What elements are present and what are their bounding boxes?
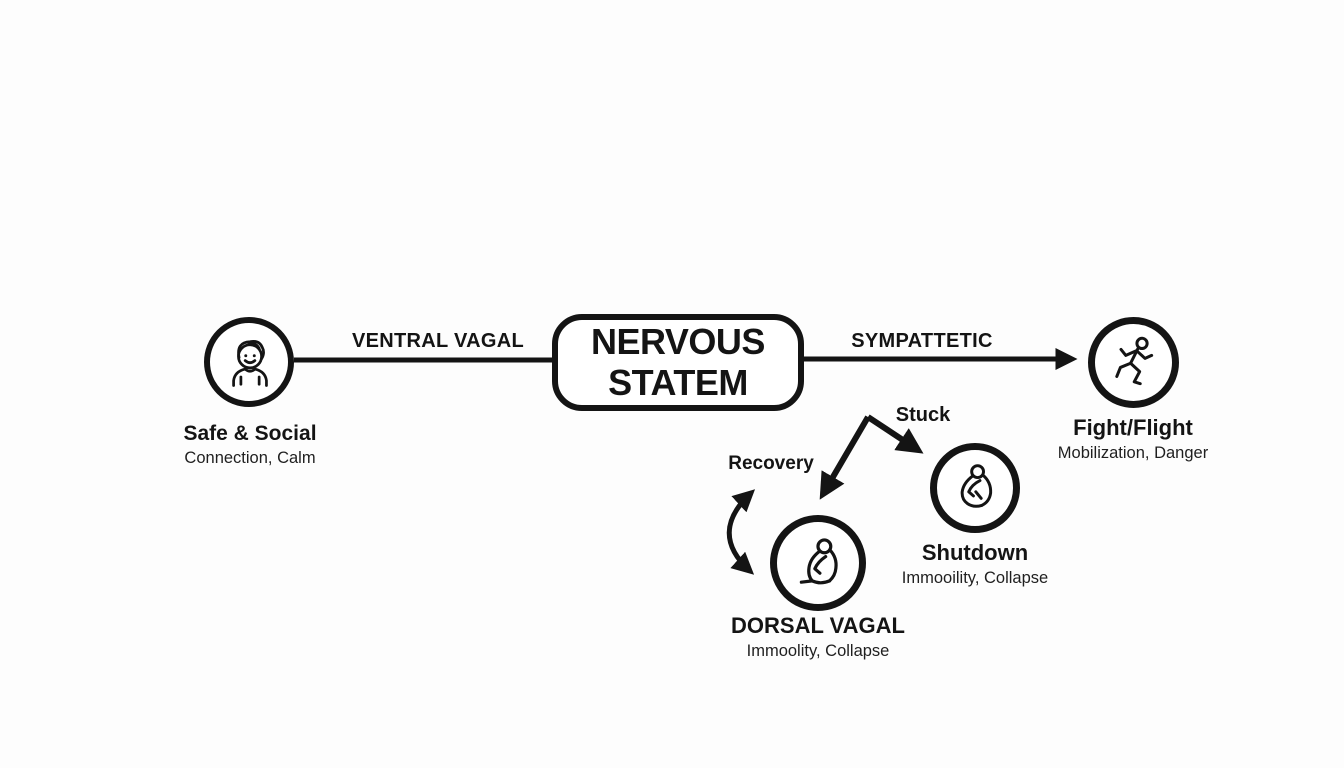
fight-flight-subtitle: Mobilization, Danger (1057, 444, 1209, 462)
recovery-arc-arrow (726, 489, 756, 575)
safe-social-title: Safe & Social (183, 422, 317, 445)
stuck-label: Stuck (895, 404, 951, 426)
recovery-label: Recovery (728, 453, 814, 474)
shutdown-title: Shutdown (921, 540, 1029, 565)
nervous-system-box-line1: NERVOUS (591, 321, 765, 363)
safe-social-node (204, 317, 294, 407)
shutdown-subtitle: Immooility, Collapse (901, 569, 1049, 587)
sitting-person-icon (799, 538, 838, 585)
stuck-arrow-to-shutdown (866, 414, 924, 454)
fight-flight-title: Fight/Flight (1073, 415, 1193, 440)
dorsal-vagal-subtitle: Immoolity, Collapse (746, 642, 890, 660)
ventral-vagal-label: VENTRAL VAGAL (351, 330, 525, 352)
nervous-system-box-line2: STATEM (608, 361, 748, 403)
shutdown-node (930, 443, 1020, 533)
smiling-person-icon (231, 339, 268, 387)
fight-flight-label: Fight/Flight Mobilization, Danger (1058, 415, 1208, 463)
dorsal-vagal-node (770, 515, 866, 611)
dorsal-vagal-title: DORSAL VAGAL (731, 613, 905, 638)
curled-person-icon (961, 464, 993, 509)
fight-flight-node (1088, 317, 1179, 408)
safe-social-label: Safe & Social Connection, Calm (183, 422, 316, 468)
running-person-icon (1115, 337, 1154, 386)
nervous-system-box: NERVOUS STATEM (552, 314, 804, 411)
sympathetic-label: SYMPATTETIC (851, 330, 993, 352)
safe-social-subtitle: Connection, Calm (184, 449, 316, 467)
dorsal-vagal-label: DORSAL VAGAL Immoolity, Collapse (731, 613, 905, 661)
stuck-arrow-to-dorsal (819, 415, 871, 500)
shutdown-label: Shutdown Immooility, Collapse (902, 540, 1048, 588)
